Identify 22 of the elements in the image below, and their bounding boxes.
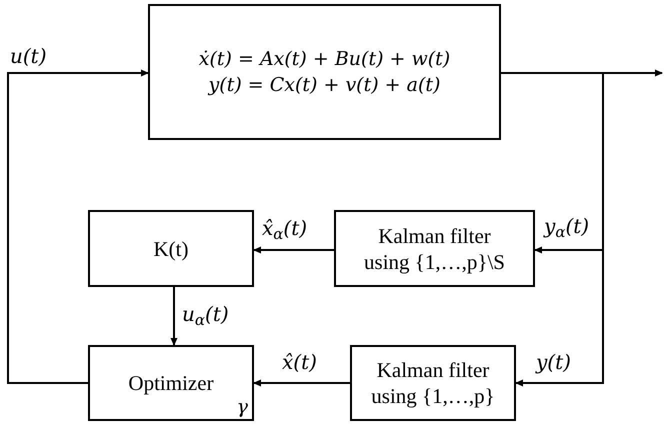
process-box xyxy=(350,345,516,421)
edge-label: y$_{α}$(t) xyxy=(544,216,590,236)
parameter-symbol: γ xyxy=(236,398,248,417)
process-box xyxy=(334,210,535,287)
block-label: Optimizer xyxy=(127,370,215,396)
equation: ẋ(t) = Ax(t) + Bu(t) + w(t) xyxy=(198,47,450,72)
process-box xyxy=(88,210,254,287)
block-label: Kalman filter using {1,…,p}\S xyxy=(363,222,506,274)
system-block xyxy=(148,4,501,140)
block-label: Kalman filter using {1,…,p} xyxy=(370,357,496,409)
process-box xyxy=(88,345,254,421)
edge-label: x̂$_{α}$(t) xyxy=(262,218,308,238)
arrow xyxy=(170,287,178,346)
block-label: K(t) xyxy=(152,236,190,262)
arrow xyxy=(253,246,334,254)
edge-label: y(t) xyxy=(536,352,571,372)
arrow xyxy=(7,70,149,384)
edge-label: u(t) xyxy=(10,46,47,66)
edge-label: u$_{α}$(t) xyxy=(182,304,229,324)
edge-label: x̂(t) xyxy=(282,352,317,372)
arrow xyxy=(253,380,350,386)
equation: y(t) = Cx(t) + v(t) + a(t) xyxy=(208,73,440,98)
